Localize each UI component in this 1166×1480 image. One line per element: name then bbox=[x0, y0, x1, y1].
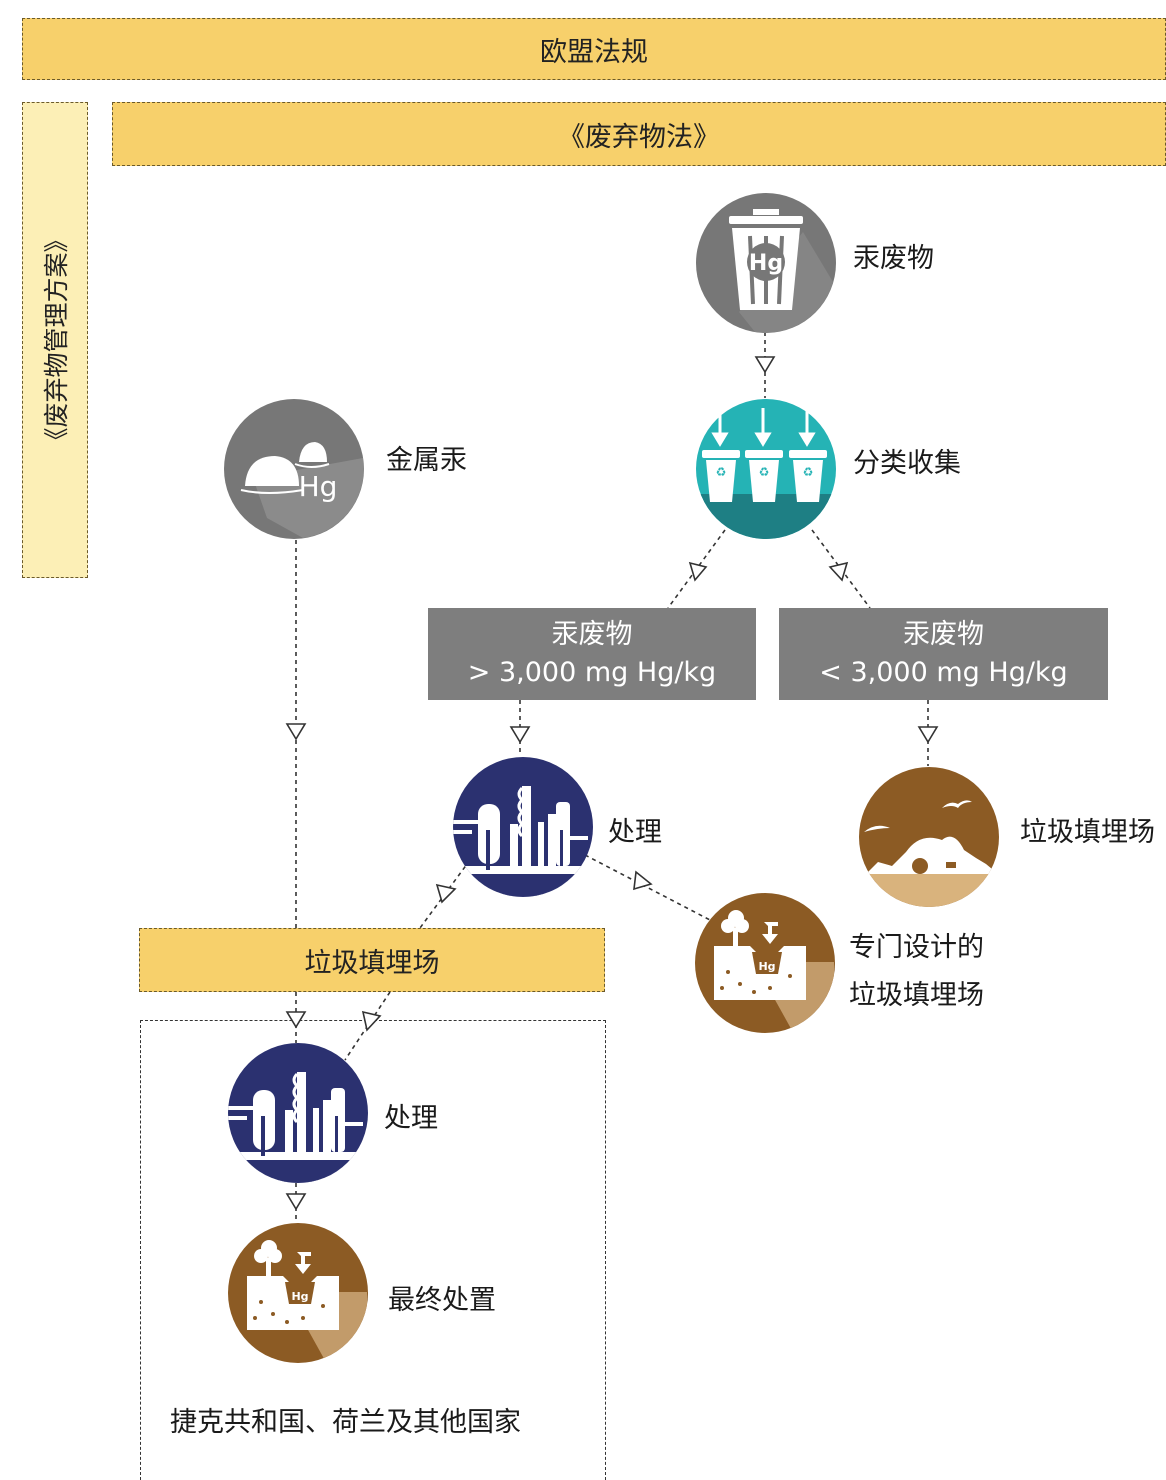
arrow-head bbox=[361, 1010, 382, 1032]
recycle-bins-icon: ♻ ♻ ♻ bbox=[696, 399, 836, 539]
landfill-icon bbox=[859, 767, 999, 907]
countries-label: 捷克共和国、荷兰及其他国家 bbox=[170, 1407, 521, 1438]
underground-storage-icon: Hg bbox=[695, 893, 835, 1033]
high-concentration-box: 汞废物 > 3,000 mg Hg/kg bbox=[428, 608, 756, 700]
arrow-head bbox=[285, 723, 307, 741]
svg-text:Hg: Hg bbox=[749, 251, 783, 276]
svg-text:Hg: Hg bbox=[299, 470, 338, 503]
arrow-head bbox=[435, 883, 457, 904]
arrow-head bbox=[285, 1011, 307, 1029]
waste-plan-banner: 《废弃物管理方案》 bbox=[22, 102, 88, 578]
mercury-waste-label: 汞废物 bbox=[853, 243, 934, 274]
waste-act-banner: 《废弃物法》 bbox=[112, 102, 1166, 166]
eu-regulation-banner: 欧盟法规 bbox=[22, 18, 1166, 80]
landfill-banner: 垃圾填埋场 bbox=[139, 928, 605, 992]
sorted-collection-label: 分类收集 bbox=[853, 448, 961, 479]
svg-text:Hg: Hg bbox=[758, 960, 775, 973]
final-disposal-label: 最终处置 bbox=[388, 1285, 496, 1316]
arrow-head bbox=[285, 1193, 307, 1211]
low-concentration-box: 汞废物 < 3,000 mg Hg/kg bbox=[779, 608, 1108, 700]
arrow-head bbox=[917, 726, 939, 744]
treatment-top-label: 处理 bbox=[608, 817, 662, 848]
mercury-droplets-icon: Hg bbox=[224, 399, 364, 539]
svg-text:♻: ♻ bbox=[759, 465, 770, 479]
landfill-right-label: 垃圾填埋场 bbox=[1020, 817, 1155, 848]
arrow-head bbox=[828, 561, 849, 582]
arrow-head bbox=[754, 356, 776, 374]
svg-text:Hg: Hg bbox=[291, 1290, 308, 1303]
special-landfill-label: 专门设计的 垃圾填埋场 bbox=[849, 932, 984, 1011]
underground-storage-icon: Hg bbox=[228, 1223, 368, 1363]
arrow-head bbox=[688, 561, 708, 582]
industrial-plant-icon bbox=[228, 1043, 368, 1183]
arrow-head bbox=[633, 870, 653, 891]
industrial-plant-icon bbox=[453, 757, 593, 897]
arrow-head bbox=[509, 726, 531, 744]
trash-bin-hg-icon: Hg bbox=[696, 193, 836, 333]
treatment-bottom-label: 处理 bbox=[384, 1103, 438, 1134]
metallic-mercury-label: 金属汞 bbox=[386, 445, 467, 476]
svg-text:♻: ♻ bbox=[803, 465, 814, 479]
svg-text:♻: ♻ bbox=[716, 465, 727, 479]
